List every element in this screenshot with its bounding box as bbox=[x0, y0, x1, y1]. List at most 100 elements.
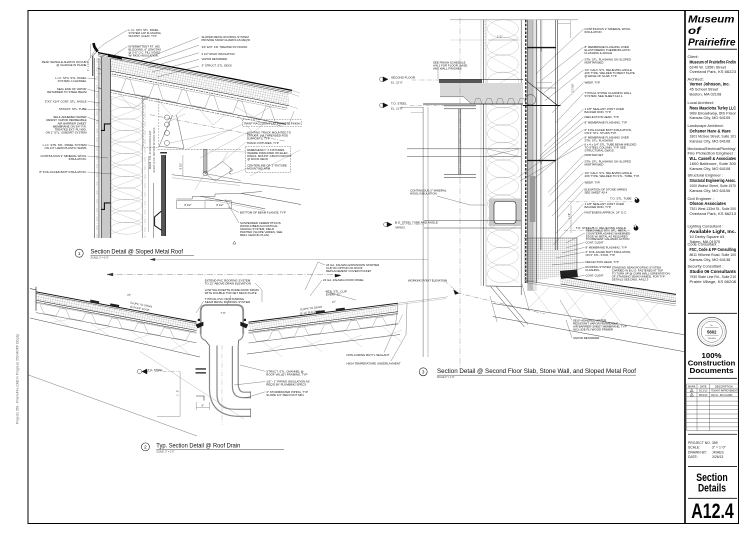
svg-text:3: 3 bbox=[422, 370, 425, 375]
svg-text:EVERY 12": EVERY 12" bbox=[326, 292, 341, 296]
svg-text:WOOL INSULATION: WOOL INSULATION bbox=[410, 192, 437, 196]
svg-text:8" FOIL-FACED BATT INSULATION.: 8" FOIL-FACED BATT INSULATION. bbox=[39, 170, 86, 174]
svg-text:TO PREVENT GALVANIC ACTION: TO PREVENT GALVANIC ACTION bbox=[586, 237, 629, 241]
svg-text:45 School Street: 45 School Street bbox=[690, 87, 720, 92]
svg-text:Salem, MA 01970: Salem, MA 01970 bbox=[690, 239, 722, 244]
svg-text:1/2" - 1" PIPING INSULATION AS: 1/2" - 1" PIPING INSULATION AS bbox=[266, 380, 309, 384]
svg-text:Mechanical/Electrical/Plumbing: Mechanical/Electrical/Plumbing/ bbox=[688, 146, 737, 151]
svg-text:BLOCKING, 6" LENGTHS: BLOCKING, 6" LENGTHS bbox=[129, 47, 162, 51]
svg-text:8 1/4": 8 1/4" bbox=[228, 167, 233, 174]
svg-text:4' - 1 1/2": 4' - 1 1/2" bbox=[87, 61, 90, 71]
svg-text:@ ROOF EDGE: @ ROOF EDGE bbox=[130, 305, 150, 313]
svg-text:1 1/8" SEALANT JOINT OVER: 1 1/8" SEALANT JOINT OVER bbox=[585, 202, 624, 206]
svg-text:1' - 0": 1' - 0" bbox=[177, 390, 180, 396]
svg-text:SELF-ADHERED WATER: SELF-ADHERED WATER bbox=[573, 318, 606, 322]
svg-text:359: 359 bbox=[712, 441, 718, 445]
svg-text:@ 1/2 BUILDING: @ 1/2 BUILDING bbox=[300, 309, 321, 316]
svg-text:8611 Hillcrest Road, Suite 100: 8611 Hillcrest Road, Suite 100 bbox=[690, 252, 737, 257]
svg-text:RESIST. VAPOR PERMEABLE: RESIST. VAPOR PERMEABLE bbox=[46, 118, 86, 122]
svg-text:MORTAR NET: MORTAR NET bbox=[585, 153, 604, 157]
svg-text:24 GA. ZALMAG ROOF PANEL: 24 GA. ZALMAG ROOF PANEL bbox=[323, 278, 364, 282]
svg-text:EL. 22'-0": EL. 22'-0" bbox=[391, 80, 403, 84]
svg-text:WEEP, TYP.: WEEP, TYP. bbox=[585, 81, 601, 85]
svg-text:STN. STL. CLIP: STN. STL. CLIP bbox=[326, 289, 347, 293]
svg-text:W.L. Cassell & Associates: W.L. Cassell & Associates bbox=[690, 156, 737, 161]
svg-text:DATE:: DATE: bbox=[688, 455, 698, 459]
svg-text:Client:: Client: bbox=[688, 54, 699, 59]
svg-text:FASTENERS APPROX. 24" O.C.: FASTENERS APPROX. 24" O.C. bbox=[585, 211, 628, 215]
svg-text:1 1/8" SEALANT JOINT OVER: 1 1/8" SEALANT JOINT OVER bbox=[585, 107, 624, 111]
svg-text:100%: 100% bbox=[702, 351, 722, 360]
svg-text:PERM. STL. IN RACCOON FLAT: PERM. STL. IN RACCOON FLAT bbox=[148, 130, 152, 169]
svg-text:PAINT RACCOON FLAT IN MATTE FI: PAINT RACCOON FLAT IN MATTE FINISH bbox=[245, 121, 301, 125]
svg-text:T.O. STEEL: T.O. STEEL bbox=[391, 101, 407, 105]
svg-text:REPLACEMENT COVER POCKET: REPLACEMENT COVER POCKET bbox=[326, 269, 372, 273]
svg-text:1/4" GALV. STL. RELIEVING ANGL: 1/4" GALV. STL. RELIEVING ANGLE bbox=[585, 68, 633, 72]
svg-text:TO TURN UP @ CURB WALL (ORIENT: TO TURN UP @ CURB WALL (ORIENTATION bbox=[612, 272, 670, 276]
svg-text:Available Light, Inc.: Available Light, Inc. bbox=[690, 229, 737, 234]
svg-text:6 x 4 x 1/4" STL. TUBE BEAM WE: 6 x 4 x 1/4" STL. TUBE BEAM WELDED bbox=[585, 143, 637, 147]
svg-text:VARIES: VARIES bbox=[395, 226, 405, 230]
svg-text:A12.4: A12.4 bbox=[691, 500, 734, 523]
svg-text:PEAK SHINGLE ALWAYS OCCUR: PEAK SHINGLE ALWAYS OCCUR bbox=[42, 60, 87, 64]
svg-text:SEE FINISH SCHEDULE: SEE FINISH SCHEDULE bbox=[433, 61, 466, 65]
svg-text:3"X3" X1/4" CONT. STL. ANGLE: 3"X3" X1/4" CONT. STL. ANGLE bbox=[45, 99, 87, 103]
svg-text:Lighting Consultant :: Lighting Consultant : bbox=[688, 224, 723, 229]
svg-text:1: 1 bbox=[691, 391, 693, 393]
svg-text:ELASTOMERIC THERMOPLASTIC: ELASTOMERIC THERMOPLASTIC bbox=[585, 48, 631, 52]
svg-text:STRUCTURAL DWGS.: STRUCTURAL DWGS. bbox=[585, 149, 615, 153]
svg-text:Documents: Documents bbox=[690, 366, 734, 375]
svg-text:JK/AES: JK/AES bbox=[712, 450, 724, 454]
svg-text:Security Consultant :: Security Consultant : bbox=[688, 264, 724, 269]
svg-text:8" MEMBRANE FLASHING, TYP: 8" MEMBRANE FLASHING, TYP bbox=[585, 120, 628, 124]
svg-text:AND WALL FINISHES: AND WALL FINISHES bbox=[433, 67, 462, 71]
svg-text:3 1/2" RIGID INSULATION: 3 1/2" RIGID INSULATION bbox=[202, 52, 235, 56]
svg-text:WORKING POINT ELEVATION: WORKING POINT ELEVATION bbox=[408, 279, 447, 283]
svg-text:Construction: Construction bbox=[688, 358, 736, 367]
svg-text:TO STEEL COLUMN, TYP. SEE: TO STEEL COLUMN, TYP. SEE bbox=[585, 146, 626, 150]
svg-text:SECOND FLOOR: SECOND FLOOR bbox=[391, 75, 416, 79]
svg-text:EL. 21'-6": EL. 21'-6" bbox=[391, 106, 403, 110]
svg-text:10°: 10° bbox=[332, 300, 337, 304]
svg-text:EDGE W/ METAL AS REQUIRED: EDGE W/ METAL AS REQUIRED bbox=[586, 234, 628, 238]
svg-text:RETARDER TO STEEL BEAM: RETARDER TO STEEL BEAM bbox=[47, 90, 87, 94]
svg-text:W/CONT. CLEAT, TYP.: W/CONT. CLEAT, TYP. bbox=[129, 34, 158, 38]
svg-text:1600 Baltimore, Suite 300: 1600 Baltimore, Suite 300 bbox=[690, 161, 737, 166]
svg-text:EMERGENCY 'J' FIXTURES: EMERGENCY 'J' FIXTURES bbox=[247, 148, 284, 152]
svg-text:Section Detail @ Sloped Metal: Section Detail @ Sloped Metal Roof bbox=[91, 249, 184, 256]
svg-text:HIGH TEMPERATURE UNDERLAYMENT: HIGH TEMPERATURE UNDERLAYMENT bbox=[347, 362, 401, 366]
svg-text:TYPICAL STONE CLADDING WALL: TYPICAL STONE CLADDING WALL bbox=[585, 91, 632, 95]
svg-text:8 1/2": 8 1/2" bbox=[179, 163, 183, 170]
svg-text:REQ'D BY PLUMBING SPECS: REQ'D BY PLUMBING SPECS bbox=[266, 383, 306, 387]
svg-text:10°: 10° bbox=[127, 293, 132, 298]
svg-text:Details: Details bbox=[698, 483, 726, 495]
svg-text:Prairie Village, KS 66208: Prairie Village, KS 66208 bbox=[690, 279, 737, 284]
svg-text:NON-CURING BUTYL SEALANT: NON-CURING BUTYL SEALANT bbox=[347, 353, 390, 357]
svg-text:A/N.1 FOR FLOOR, BASE,: A/N.1 FOR FLOOR, BASE, bbox=[433, 64, 468, 68]
svg-text:COUNTERFLASHING W/HEMMED: COUNTERFLASHING W/HEMMED bbox=[586, 231, 630, 235]
svg-text:AIR BARRIER SHEET MEMBRANE, TY: AIR BARRIER SHEET MEMBRANE, TYP bbox=[573, 325, 627, 329]
svg-text:8": 8" bbox=[202, 404, 204, 407]
svg-text:1/4" GALV. STL. RELIEVING ANGL: 1/4" GALV. STL. RELIEVING ANGLE bbox=[585, 171, 633, 175]
svg-text:CONTINUOUS 2" MINERAL WOOL: CONTINUOUS 2" MINERAL WOOL bbox=[40, 154, 86, 158]
svg-text:ASI 01 - RFI CLARIF.: ASI 01 - RFI CLARIF. bbox=[711, 394, 733, 397]
svg-text:LOW SILHOUETTE DOME ROOF DRAIN: LOW SILHOUETTE DOME ROOF DRAIN bbox=[205, 288, 259, 292]
svg-text:8 1/2": 8 1/2" bbox=[216, 203, 223, 207]
svg-text:6" FOIL-FACED BATT INSULATION,: 6" FOIL-FACED BATT INSULATION, bbox=[586, 250, 632, 254]
svg-text:Projects 359 - PrairieFire CAD: Projects 359 - PrairieFire CAD In Progre… bbox=[16, 334, 20, 424]
svg-text:2'-2 5/8": 2'-2 5/8" bbox=[572, 83, 575, 92]
svg-text:LIGHTING TRACK MOUNTED TO: LIGHTING TRACK MOUNTED TO bbox=[247, 130, 292, 134]
svg-text:MOUNTING ARM: MOUNTING ARM bbox=[247, 167, 270, 171]
svg-text:SEAL END OF VAPOR: SEAL END OF VAPOR bbox=[57, 87, 87, 91]
svg-text:WITH DOUBLE TOP-SET DECK PLATE: WITH DOUBLE TOP-SET DECK PLATE bbox=[205, 291, 257, 295]
svg-text:1801 McGee Street, Suite 101: 1801 McGee Street, Suite 101 bbox=[690, 134, 737, 139]
svg-text:7301 West 133rd St., Suite 200: 7301 West 133rd St., Suite 200 bbox=[690, 206, 737, 211]
svg-text:CONT. CLEAT: CONT. CLEAT bbox=[586, 240, 604, 244]
svg-text:STANDING SEAM ROOFING SYSTEM: STANDING SEAM ROOFING SYSTEM bbox=[612, 266, 662, 270]
svg-text:CONTINUOUS 2" MINERAL WOOL: CONTINUOUS 2" MINERAL WOOL bbox=[585, 27, 631, 31]
svg-text:Local Architect:: Local Architect: bbox=[688, 100, 714, 105]
svg-text:Kansas City, MO 64106: Kansas City, MO 64106 bbox=[690, 188, 731, 193]
svg-text:DETAILS SEE DWG. A4/12.3: DETAILS SEE DWG. A4/12.3 bbox=[612, 277, 649, 281]
svg-text:of: of bbox=[688, 25, 702, 37]
svg-text:PROJECT NO.: PROJECT NO. bbox=[688, 441, 711, 445]
